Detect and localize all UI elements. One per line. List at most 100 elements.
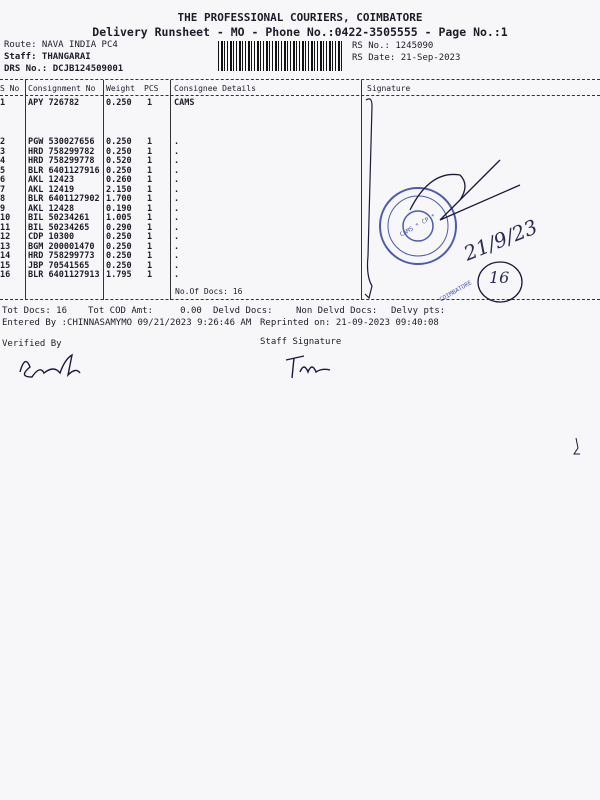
sno: 13 bbox=[0, 241, 11, 252]
weight: 0.250 bbox=[106, 232, 132, 242]
col-consignment: Consignment No bbox=[28, 84, 96, 93]
consignee-details: . bbox=[174, 260, 180, 271]
sno: 2 bbox=[0, 137, 6, 147]
sno: 9 bbox=[0, 203, 6, 214]
staff-signature-label: Staff Signature bbox=[260, 337, 342, 347]
col-sno: S No bbox=[0, 84, 20, 93]
delvd-docs: Delvd Docs: bbox=[213, 306, 273, 316]
consignment-no: PGW 530027656 bbox=[28, 137, 95, 147]
consignee-details: . bbox=[174, 137, 180, 147]
pcs: 1 bbox=[147, 232, 153, 242]
table-bottom-rule bbox=[0, 299, 600, 300]
rs-number: RS No.: 1245090 bbox=[352, 41, 434, 51]
pcs: 1 bbox=[147, 222, 153, 233]
delvy-pts: Delvy pts: bbox=[391, 306, 446, 316]
pcs: 1 bbox=[147, 175, 153, 185]
consignment-no: BIL 50234261 bbox=[28, 213, 90, 223]
sno: 3 bbox=[0, 146, 6, 157]
route: Route: NAVA INDIA PC4 bbox=[4, 40, 118, 50]
tot-cod-amt: Tot COD Amt: 0.00 bbox=[88, 306, 202, 316]
staff-signature bbox=[285, 355, 331, 379]
pcs: 1 bbox=[147, 165, 153, 176]
consignment-no: BIL 50234265 bbox=[28, 222, 90, 233]
weight: 0.190 bbox=[106, 203, 132, 214]
consignee-details: CAMS bbox=[174, 98, 195, 108]
consignment-no: JBP 70541565 bbox=[28, 260, 90, 271]
consignment-no: HRD 758299778 bbox=[28, 156, 95, 166]
pcs: 1 bbox=[147, 146, 153, 157]
weight: 0.250 bbox=[106, 146, 132, 157]
consignment-no: BLR 6401127902 bbox=[28, 194, 100, 204]
col-pcs: PCS bbox=[144, 84, 159, 93]
consignee-details: . bbox=[174, 241, 180, 252]
verified-by-label: Verified By bbox=[2, 339, 62, 349]
pcs: 1 bbox=[147, 260, 153, 271]
handwritten-count: 16 bbox=[489, 268, 510, 287]
consignee-details: . bbox=[174, 222, 180, 233]
consignment-no: APY 726782 bbox=[28, 98, 80, 108]
weight: 0.520 bbox=[106, 156, 132, 166]
entered-by: Entered By :CHINNASAMYMO 09/21/2023 9:26… bbox=[2, 318, 252, 328]
pen-mark bbox=[573, 437, 580, 455]
staff: Staff: THANGARAI bbox=[4, 52, 91, 62]
pcs: 1 bbox=[147, 137, 153, 147]
consignment-no: AKL 12419 bbox=[28, 184, 75, 195]
pcs: 1 bbox=[147, 194, 153, 204]
count-circle bbox=[477, 261, 523, 303]
consignee-details: . bbox=[174, 270, 180, 280]
reprinted-on: Reprinted on: 21-09-2023 09:40:08 bbox=[260, 318, 439, 328]
weight: 0.250 bbox=[106, 241, 132, 252]
pcs: 1 bbox=[147, 241, 153, 252]
pcs: 1 bbox=[147, 270, 153, 280]
consignment-no: BLR 6401127913 bbox=[28, 270, 100, 280]
consignment-no: BGM 200001470 bbox=[28, 241, 95, 252]
consignment-no: CDP 10300 bbox=[28, 232, 75, 242]
table-row: 13 BGM 200001470 0.250 1. bbox=[0, 242, 360, 252]
consignee-details: . bbox=[174, 194, 180, 204]
drs-number: DRS No.: DCJB124509001 bbox=[4, 64, 124, 74]
col-consignee: Consignee Details bbox=[174, 84, 256, 93]
sno: 16 bbox=[0, 270, 11, 280]
consignment-no: AKL 12428 bbox=[28, 203, 75, 214]
no-of-docs: No.Of Docs: 16 bbox=[175, 287, 243, 296]
sno: 7 bbox=[0, 184, 6, 195]
sno: 11 bbox=[0, 222, 11, 233]
table-row: 5 BLR 6401127916 0.250 1. bbox=[0, 166, 360, 176]
weight: 0.250 bbox=[106, 165, 132, 176]
column-divider bbox=[103, 80, 104, 300]
col-weight: Weight bbox=[106, 84, 135, 93]
signature-bracket bbox=[364, 98, 373, 300]
verifier-signature bbox=[19, 353, 81, 378]
pcs: 1 bbox=[147, 184, 153, 195]
recipient-signature bbox=[409, 159, 521, 221]
consignment-no: BLR 6401127916 bbox=[28, 165, 100, 176]
sno: 8 bbox=[0, 194, 6, 204]
consignment-no: HRD 758299782 bbox=[28, 146, 95, 157]
rs-date: RS Date: 21-Sep-2023 bbox=[352, 53, 461, 63]
sno: 5 bbox=[0, 165, 6, 176]
table-header-rule bbox=[0, 95, 600, 96]
sno: 6 bbox=[0, 175, 6, 185]
barcode bbox=[218, 41, 342, 71]
consignee-details: . bbox=[174, 156, 180, 166]
consignee-details: . bbox=[174, 203, 180, 214]
consignee-details: . bbox=[174, 251, 180, 261]
table-header: S No Consignment No Weight PCS Consignee… bbox=[0, 84, 410, 94]
sno: 15 bbox=[0, 260, 11, 271]
consignee-details: . bbox=[174, 165, 180, 176]
weight: 2.150 bbox=[106, 184, 132, 195]
weight: 0.250 bbox=[106, 251, 132, 261]
runsheet-subtitle: Delivery Runsheet - MO - Phone No.:0422-… bbox=[92, 25, 508, 39]
weight: 1.005 bbox=[106, 213, 132, 223]
consignee-details: . bbox=[174, 175, 180, 185]
weight: 0.260 bbox=[106, 175, 132, 185]
table-top-rule bbox=[0, 79, 600, 80]
